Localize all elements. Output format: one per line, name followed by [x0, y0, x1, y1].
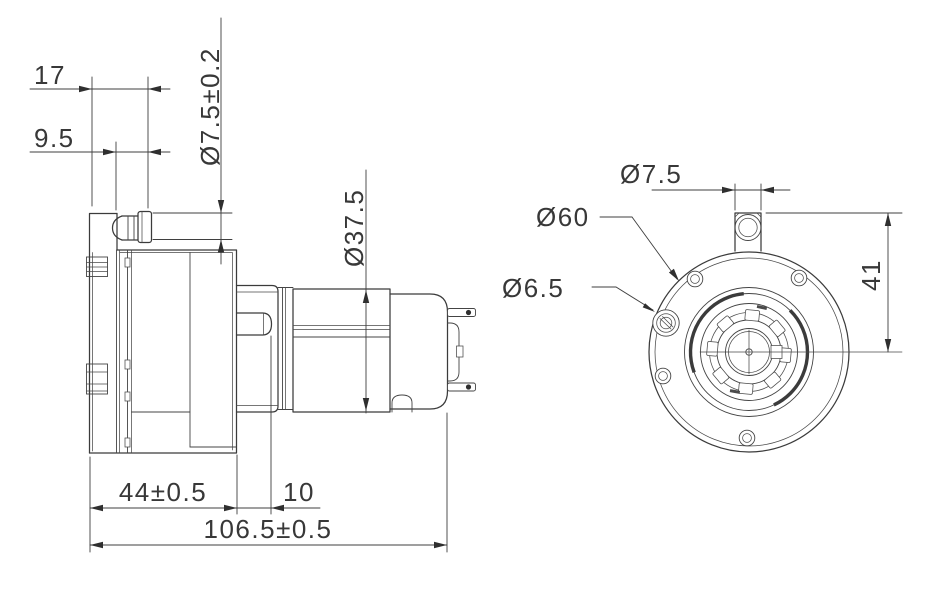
dim-tab-hole: Ø7.5	[620, 159, 791, 211]
head-clip-bottom	[86, 363, 108, 395]
bayonet-lugs	[706, 309, 792, 395]
bolt-hole	[738, 429, 756, 447]
mounting-tab	[734, 212, 762, 252]
dim-label-10: 10	[283, 477, 315, 507]
dim-tab-height: 41	[765, 212, 903, 353]
gearbox-housing	[235, 284, 279, 413]
head-clip-top	[86, 256, 108, 277]
dim-label-44: 44±0.5	[119, 477, 207, 507]
dim-label-motor-od: Ø37.5	[339, 189, 369, 267]
dim-barb-length: 9.5	[29, 123, 171, 211]
bolt-hole	[654, 367, 672, 385]
dim-mount-hole-dia: Ø6.5	[502, 273, 655, 312]
dim-label-17: 17	[34, 60, 66, 90]
dim-port-offset: 17	[29, 60, 171, 209]
front-view	[648, 212, 903, 453]
pump-head	[86, 212, 238, 454]
dim-label-flange-dia: Ø60	[536, 202, 590, 232]
motor-terminal-bottom	[447, 382, 476, 392]
dim-label-tab-hole: Ø7.5	[620, 159, 682, 189]
motor-flange-ring	[277, 287, 294, 410]
vent-notch	[391, 394, 413, 413]
dim-overall-length: 106.5±0.5	[89, 412, 448, 553]
flange-bolt-holes	[654, 269, 808, 447]
motor-body	[292, 288, 391, 413]
motor-end-cap	[389, 293, 476, 413]
screw-hole	[652, 309, 680, 337]
bolt-hole	[686, 270, 704, 288]
motor-terminal-top	[447, 308, 476, 317]
dim-label-9-5: 9.5	[34, 123, 75, 153]
dim-motor-od: Ø37.5	[339, 169, 370, 414]
dim-label-41: 41	[856, 259, 886, 291]
dim-label-106-5: 106.5±0.5	[204, 514, 333, 544]
bolt-hole	[790, 269, 808, 287]
dim-flange-dia: Ø60	[536, 202, 679, 281]
dimensions: 17 9.5 Ø7.5±0.2 Ø37.5	[29, 17, 903, 553]
side-view	[86, 210, 476, 454]
dim-head-length: 44±0.5 10	[89, 335, 321, 553]
dim-label-mount-hole-dia: Ø6.5	[502, 273, 564, 303]
dim-barb-od: Ø7.5±0.2	[152, 17, 233, 265]
dim-label-barb-od: Ø7.5±0.2	[195, 47, 225, 166]
barb-fitting	[111, 210, 153, 244]
